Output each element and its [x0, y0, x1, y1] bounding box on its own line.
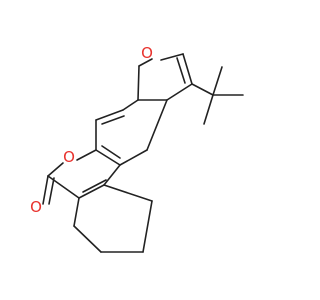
carbonyl	[42, 175, 55, 205]
bond	[42, 175, 49, 205]
bond	[103, 164, 121, 186]
cyclopentene-ring	[73, 184, 153, 253]
bond	[191, 83, 214, 96]
pyranone-oxygen-label: O	[63, 148, 75, 166]
benzene-ring	[95, 65, 168, 166]
bond	[82, 179, 107, 193]
bond	[138, 58, 153, 67]
bond	[212, 66, 223, 96]
pyranone-ring	[47, 149, 121, 199]
bond	[146, 99, 168, 151]
bond	[48, 177, 55, 205]
carbonyl-oxygen-label: O	[30, 198, 42, 216]
bond	[95, 109, 124, 121]
bond	[101, 115, 125, 125]
bond	[142, 200, 153, 253]
furan-oxygen-label: O	[141, 44, 153, 62]
bond	[182, 53, 193, 85]
bond	[203, 94, 214, 125]
bond	[47, 162, 64, 177]
bond	[73, 197, 80, 227]
bond	[78, 184, 105, 199]
molecule-diagram: O O O	[30, 44, 244, 253]
bond	[137, 65, 140, 101]
bond	[95, 149, 121, 166]
bond	[101, 145, 121, 159]
bond	[73, 225, 102, 253]
bond	[119, 149, 148, 166]
bond	[166, 83, 193, 101]
bond	[76, 149, 97, 161]
tert-butyl-group	[191, 66, 244, 125]
furan-ring	[137, 53, 193, 101]
bond	[122, 99, 139, 111]
bond	[103, 184, 153, 202]
bond	[176, 57, 186, 84]
bond	[160, 53, 184, 61]
